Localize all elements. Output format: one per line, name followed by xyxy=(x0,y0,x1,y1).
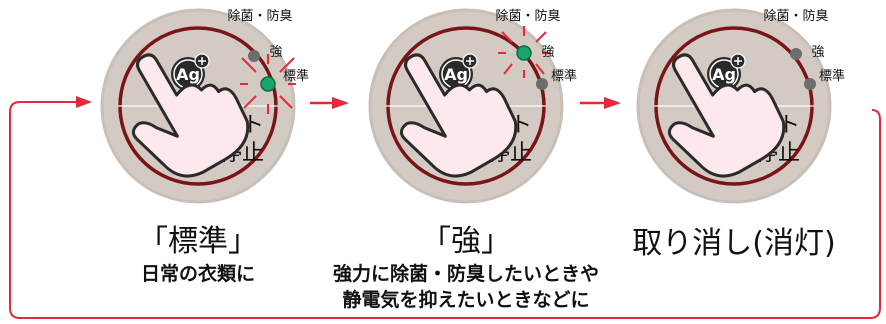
ag-icon: Ag xyxy=(707,53,746,91)
led-strong-label: 強 xyxy=(269,45,282,60)
loop-back-line xyxy=(9,101,881,319)
led-strong xyxy=(248,50,260,62)
led-standard-label: 標準 xyxy=(551,68,577,84)
mode-desc-strong-line1: 強力に除菌・防臭したいときや xyxy=(332,263,599,285)
led-burst xyxy=(498,26,550,78)
ag-icon: Ag xyxy=(439,53,478,91)
panel-strong: Ag スタート 一時停止 除菌・防臭 強 標準 xyxy=(368,8,577,204)
ag-icon: Ag xyxy=(171,53,210,91)
led-standard xyxy=(536,78,548,90)
hand-pointer-icon xyxy=(131,53,250,178)
led-standard-label: 標準 xyxy=(819,68,845,84)
panel-cancel: Ag スタート 一時停止 除菌・防臭 強 標準 xyxy=(636,8,845,204)
led-standard-label: 標準 xyxy=(283,68,309,84)
led-strong-label: 強 xyxy=(811,45,824,60)
hand-pointer-icon xyxy=(399,53,518,178)
mode-desc-standard: 日常の衣類に xyxy=(140,263,255,285)
led-strong xyxy=(790,48,802,60)
mode-title-standard: 「標準」 xyxy=(138,224,258,259)
arrow-1 xyxy=(310,97,349,109)
svg-text:Ag: Ag xyxy=(176,65,200,84)
led-standard xyxy=(804,78,816,90)
mode-label: 除菌・防臭 xyxy=(227,8,292,24)
arrow-2 xyxy=(580,97,621,109)
led-strong-label: 強 xyxy=(541,45,554,60)
mode-label: 除菌・防臭 xyxy=(763,8,828,24)
led-burst xyxy=(240,54,296,114)
arrow-head-start xyxy=(76,96,92,108)
led-strong xyxy=(516,45,532,61)
panel-standard: Ag スタート 一時停止 除菌・防臭 強 標準 xyxy=(100,8,309,204)
svg-text:Ag: Ag xyxy=(444,65,468,84)
mode-title-strong: 「強」 xyxy=(421,224,511,259)
svg-text:Ag: Ag xyxy=(712,65,736,84)
mode-label: 除菌・防臭 xyxy=(495,8,560,24)
hand-pointer-icon xyxy=(667,53,786,178)
led-standard xyxy=(260,76,276,92)
mode-title-cancel: 取り消し(消灯) xyxy=(632,226,836,261)
mode-desc-strong-line2: 静電気を抑えたいときなどに xyxy=(342,289,590,311)
